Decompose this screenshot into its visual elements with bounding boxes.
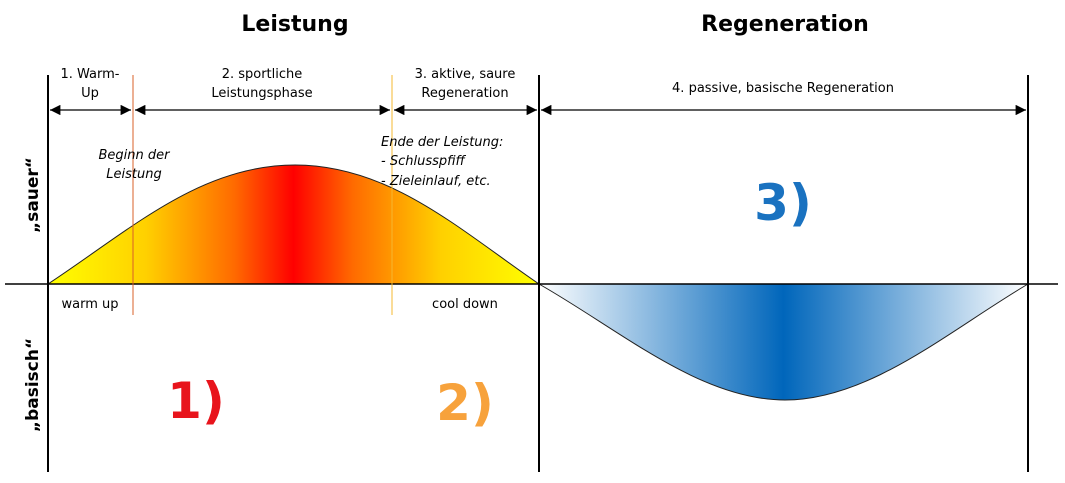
end-annotation-line3: - Zieleinlauf, etc. — [381, 174, 491, 189]
title-regeneration: Regeneration — [701, 12, 869, 37]
start-annotation-line1: Beginn der — [99, 148, 172, 163]
end-annotation-line2: - Schlusspfiff — [381, 154, 467, 169]
y-label-basisch: „basisch“ — [23, 338, 43, 432]
phase-4-label: 4. passive, basische Regeneration — [672, 81, 894, 96]
cool-down-label: cool down — [432, 297, 498, 312]
title-leistung: Leistung — [241, 12, 348, 37]
y-label-sauer: „sauer“ — [23, 157, 43, 233]
phase-2-label-line1: 2. sportliche — [222, 67, 303, 82]
basic-curve — [537, 283, 1030, 401]
warm-up-label: warm up — [61, 297, 118, 312]
phase-3-label-line1: 3. aktive, saure — [415, 67, 516, 82]
phase-1-label-line2: Up — [81, 86, 99, 101]
marker-1: 1) — [167, 372, 225, 430]
phase-2-label-line2: Leistungsphase — [211, 86, 312, 101]
phase-1-label-line1: 1. Warm- — [61, 67, 120, 82]
marker-3: 3) — [754, 174, 812, 232]
phase-3-label-line2: Regeneration — [421, 86, 508, 101]
marker-2: 2) — [436, 374, 494, 432]
acid-curve — [46, 164, 541, 285]
end-annotation-line1: Ende der Leistung: — [381, 135, 503, 150]
start-annotation-line2: Leistung — [106, 167, 161, 182]
